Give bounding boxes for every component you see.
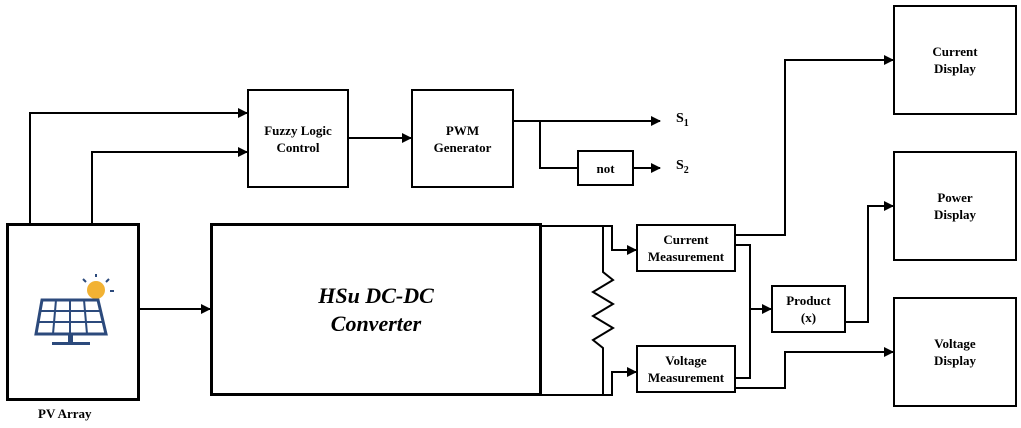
pv-array-label: PV Array	[38, 406, 92, 421]
voltage-to-display-wire	[735, 347, 894, 389]
rail-to-current-measurement	[603, 225, 637, 255]
fuzzy-logic-block: Fuzzy Logic Control	[247, 89, 349, 188]
pwm-generator-label: PWM Generator	[433, 122, 492, 155]
power-display-label: Power Display	[934, 190, 976, 222]
current-measurement-block: Current Measurement	[636, 224, 736, 272]
current-to-product-wire	[735, 244, 772, 314]
current-measurement-label: Current Measurement	[647, 232, 725, 264]
pv-to-fuzzy-wire-1	[29, 108, 248, 223]
solar-panel-icon	[34, 274, 114, 345]
pv-to-fuzzy-wire-2	[91, 147, 248, 223]
product-label: Product (x)	[786, 293, 831, 325]
product-block: Product (x)	[771, 285, 846, 333]
current-display-label: Current Display	[932, 44, 978, 76]
voltage-display-label: Voltage Display	[934, 336, 976, 368]
converter-block: HSu DC-DC Converter	[210, 223, 542, 396]
pwm-generator-block: PWM Generator	[411, 89, 514, 188]
fuzzy-logic-label: Fuzzy Logic Control	[264, 122, 332, 155]
pv-array-box	[6, 223, 140, 401]
current-to-display-wire	[735, 55, 894, 236]
resistor-load	[591, 226, 615, 395]
rail-to-voltage-measurement	[603, 367, 637, 396]
pwm-to-not-wire	[539, 121, 577, 169]
product-to-power-wire	[845, 201, 894, 323]
voltage-measurement-block: Voltage Measurement	[636, 345, 736, 393]
voltage-display-block: Voltage Display	[893, 297, 1017, 407]
current-display-block: Current Display	[893, 5, 1017, 115]
voltage-measurement-label: Voltage Measurement	[647, 353, 725, 385]
converter-label: HSu DC-DC Converter	[318, 282, 434, 336]
not-block: not	[577, 150, 634, 186]
power-display-block: Power Display	[893, 151, 1017, 261]
s1-label: S1	[676, 111, 689, 129]
voltage-to-product-wire	[735, 309, 751, 379]
not-label: not	[596, 160, 615, 176]
s2-label: S2	[676, 158, 689, 176]
